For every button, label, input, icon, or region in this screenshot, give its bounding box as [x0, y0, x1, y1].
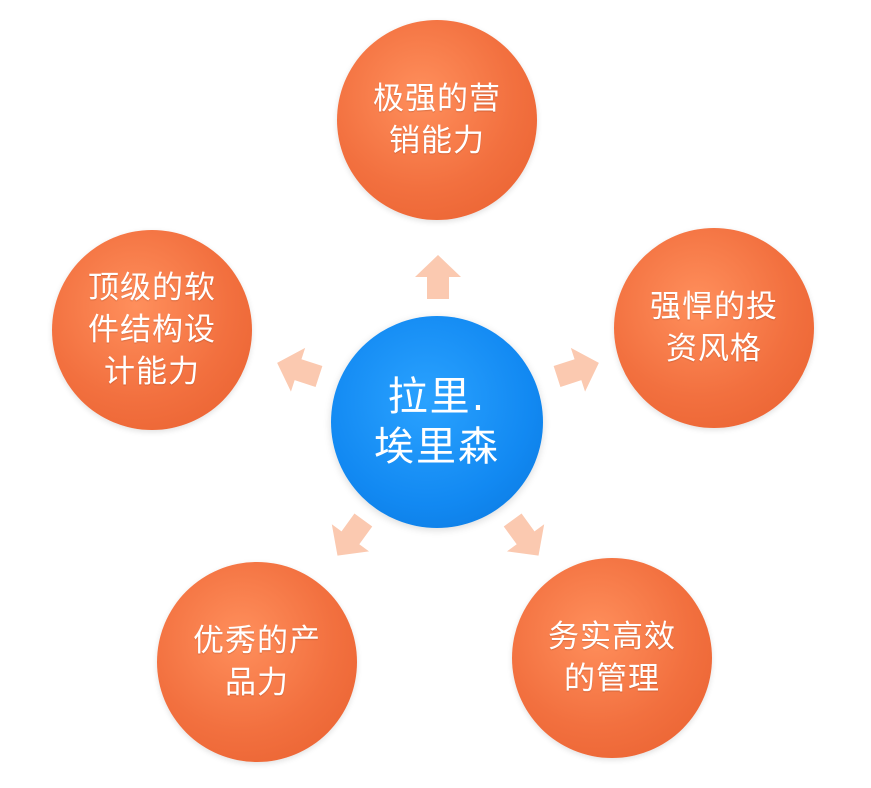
node-lower-right: 务实高效 的管理 [512, 558, 712, 758]
arrow-lower-left-icon [316, 502, 386, 572]
node-top: 极强的营 销能力 [337, 20, 537, 220]
node-upper-left: 顶级的软 件结构设 计能力 [52, 230, 252, 430]
node-label: 极强的营 销能力 [373, 81, 501, 159]
node-label: 务实高效 的管理 [548, 619, 676, 697]
node-label: 顶级的软 件结构设 计能力 [88, 270, 216, 390]
arrow-lower-right-icon [490, 502, 560, 572]
arrow-top-icon [413, 253, 463, 303]
arrow-upper-right-icon [545, 338, 608, 401]
arrow-upper-left-icon [267, 338, 330, 401]
center-node: 拉里. 埃里森 [331, 316, 543, 528]
node-label: 强悍的投 资风格 [650, 289, 778, 367]
center-node-label: 拉里. 埃里森 [374, 374, 500, 470]
node-label: 优秀的产 品力 [193, 623, 321, 701]
node-upper-right: 强悍的投 资风格 [614, 228, 814, 428]
node-lower-left: 优秀的产 品力 [157, 562, 357, 762]
